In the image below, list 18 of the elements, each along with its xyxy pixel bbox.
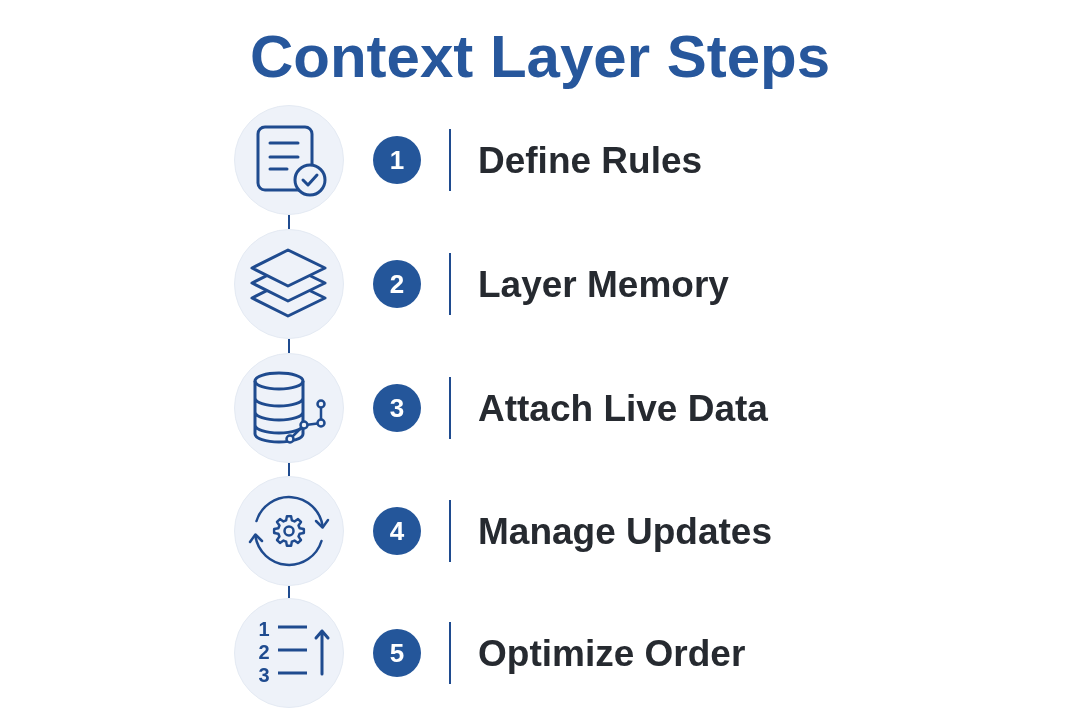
connector-line xyxy=(288,214,290,230)
number-badge: 3 xyxy=(373,384,421,432)
number-badge: 1 xyxy=(373,136,421,184)
step-title: Attach Live Data xyxy=(478,387,768,431)
connector-line xyxy=(288,462,290,477)
number-badge: 4 xyxy=(373,507,421,555)
step-title: Layer Memory xyxy=(478,263,729,307)
number-badge: 5 xyxy=(373,629,421,677)
connector-line xyxy=(288,338,290,354)
title: Context Layer Steps xyxy=(249,22,831,92)
number-badge: 2 xyxy=(373,260,421,308)
step-title: Optimize Order xyxy=(478,632,746,676)
list-number: 3 xyxy=(258,664,270,686)
step-title: Define Rules xyxy=(478,139,703,183)
step-title: Manage Updates xyxy=(478,510,772,554)
connector-line xyxy=(288,585,290,599)
list-number: 2 xyxy=(258,641,270,663)
list-number: 1 xyxy=(258,618,270,640)
